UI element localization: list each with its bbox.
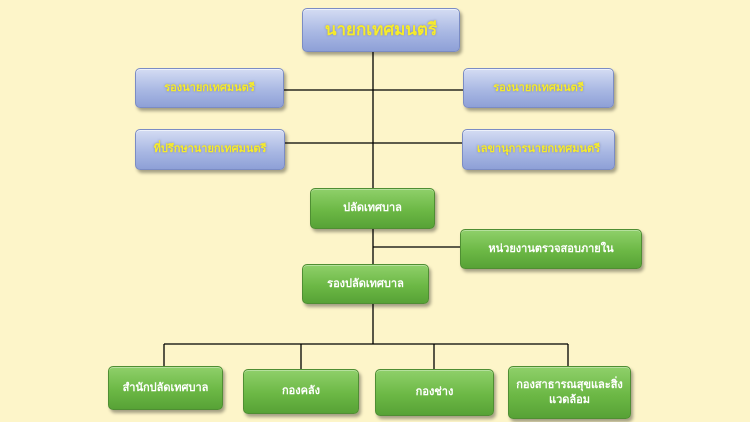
mayor-advisor-label: ที่ปรึกษานายกเทศมนตรี: [153, 142, 267, 156]
deputy-clerk-box: รองปลัดเทศบาล: [302, 264, 429, 304]
municipal-clerk-label: ปลัดเทศบาล: [343, 201, 402, 215]
mayor-advisor-box: ที่ปรึกษานายกเทศมนตรี: [135, 129, 285, 170]
division-public-works-box: กองช่าง: [375, 369, 494, 416]
division-clerk-office-box: สำนักปลัดเทศบาล: [108, 366, 223, 410]
division-public-health-label: กองสาธารณสุขและสิ่งแวดล้อม: [516, 377, 623, 406]
division-public-health-box: กองสาธารณสุขและสิ่งแวดล้อม: [508, 366, 631, 419]
deputy-mayor-right-box: รองนายกเทศมนตรี: [463, 68, 614, 108]
deputy-mayor-left-label: รองนายกเทศมนตรี: [164, 80, 255, 94]
internal-audit-label: หน่วยงานตรวจสอบภายใน: [488, 241, 614, 255]
internal-audit-box: หน่วยงานตรวจสอบภายใน: [460, 229, 642, 269]
division-public-works-label: กองช่าง: [415, 385, 454, 399]
deputy-mayor-left-box: รองนายกเทศมนตรี: [135, 68, 284, 108]
deputy-clerk-label: รองปลัดเทศบาล: [327, 276, 404, 290]
municipal-clerk-box: ปลัดเทศบาล: [310, 188, 435, 229]
division-finance-label: กองคลัง: [281, 384, 321, 398]
mayor-box: นายกเทศมนตรี: [302, 8, 460, 52]
division-clerk-office-label: สำนักปลัดเทศบาล: [122, 380, 209, 394]
division-finance-box: กองคลัง: [243, 369, 359, 414]
mayor-label: นายกเทศมนตรี: [324, 19, 438, 40]
deputy-mayor-right-label: รองนายกเทศมนตรี: [493, 80, 584, 94]
mayor-secretary-box: เลขานุการนายกเทศมนตรี: [462, 129, 615, 170]
mayor-secretary-label: เลขานุการนายกเทศมนตรี: [476, 142, 601, 156]
